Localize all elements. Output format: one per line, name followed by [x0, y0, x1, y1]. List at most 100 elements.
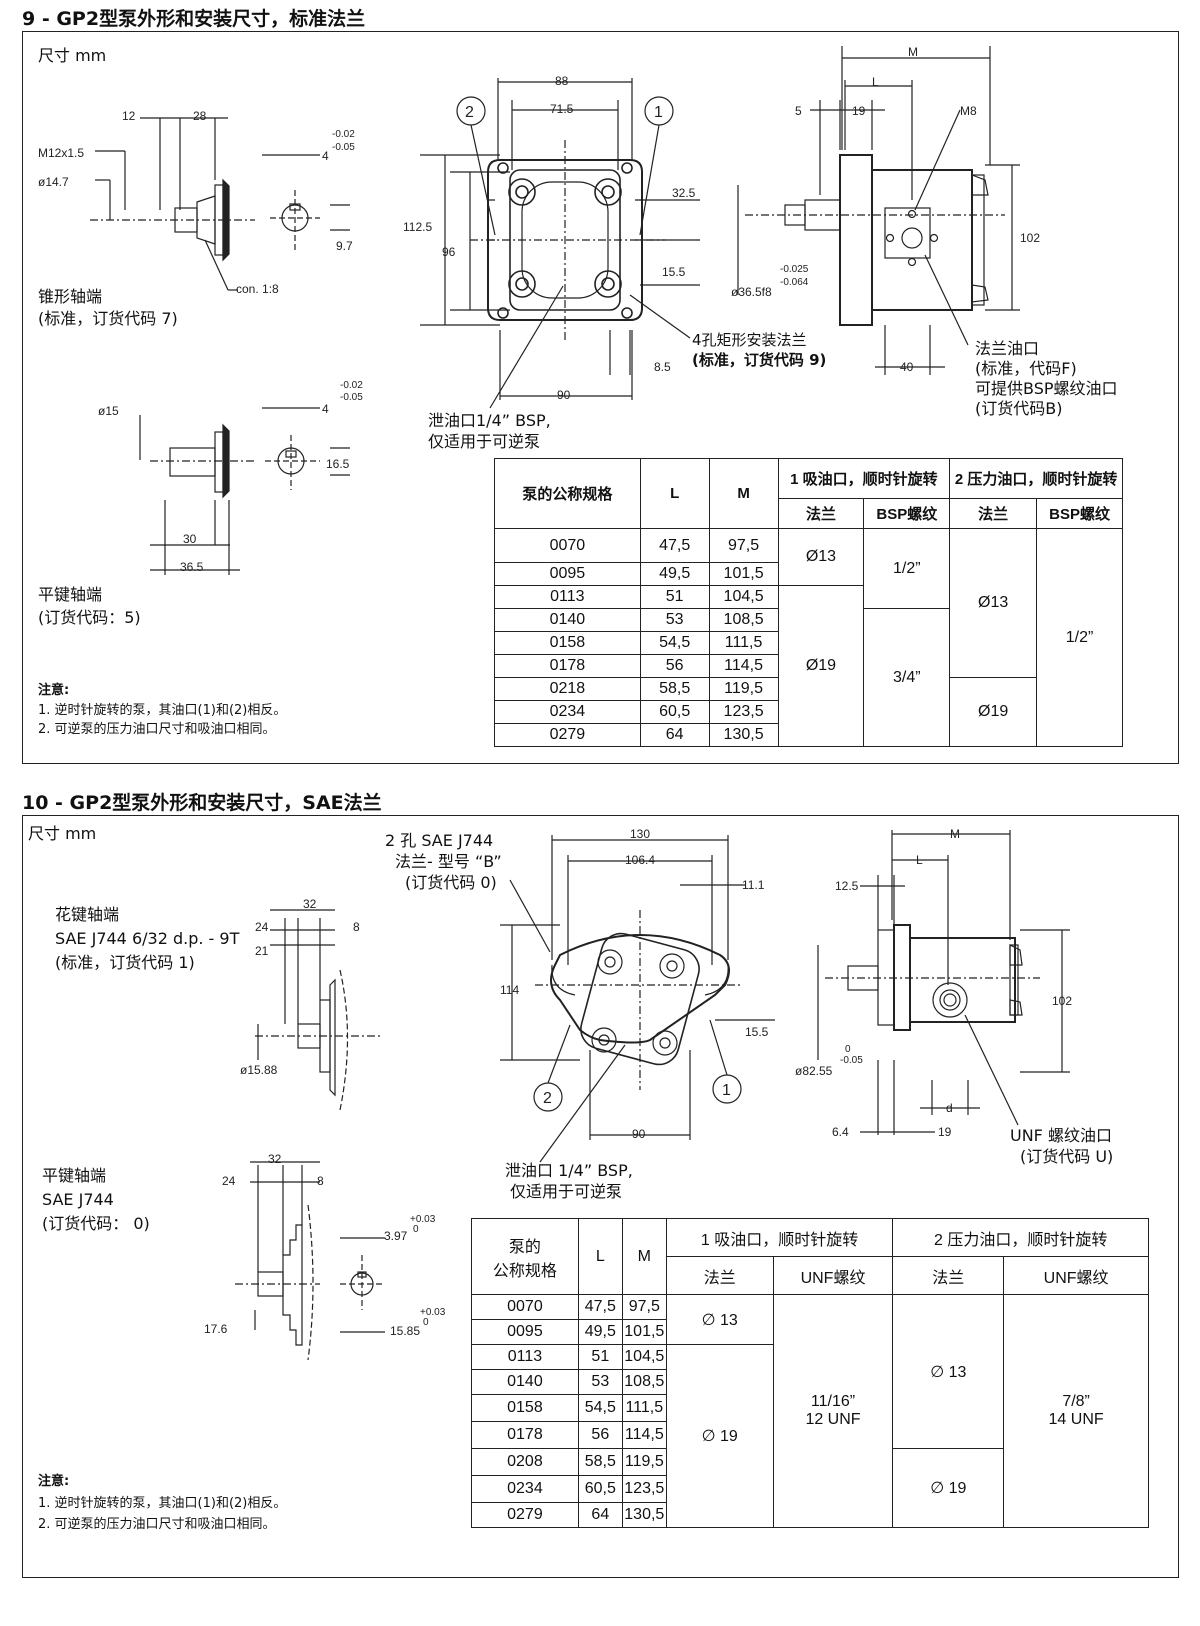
header-out-unf-10: UNF螺纹 — [1003, 1256, 1149, 1295]
flange-4-order: (标准，订货代码 9) — [692, 351, 827, 369]
sae-key-shaft-order: (订货代码： 0) — [42, 1214, 150, 1233]
svg-text:M: M — [950, 827, 960, 841]
bsp-port-label: 可提供BSP螺纹油口 — [975, 379, 1118, 398]
section9-title: 9 - GP2型泵外形和安装尺寸，标准法兰 — [22, 8, 366, 30]
sae-key-shaft-dims: 32 24 8 3.97 +0.03 0 17.6 15.85 +0.03 0 — [204, 1152, 446, 1338]
dim-28: 28 — [193, 109, 207, 123]
header-L: L — [639, 458, 710, 529]
sae-flange-label-1: 2 孔 SAE J744 — [385, 831, 494, 850]
note-2-10: 2. 可逆泵的压力油口尺寸和吸油口相同。 — [38, 1517, 276, 1532]
svg-text:L: L — [916, 853, 923, 867]
svg-text:-0.05: -0.05 — [840, 1055, 863, 1066]
svg-text:4: 4 — [322, 402, 329, 416]
sae-flange-front-dims: 130 106.4 11.1 114 15.5 2 1 90 — [500, 827, 769, 1141]
spline-shaft-drawing — [255, 909, 380, 1111]
flange-port-std: (标准，代码F) — [975, 359, 1077, 378]
svg-text:71.5: 71.5 — [550, 102, 574, 116]
svg-text:M8: M8 — [960, 104, 977, 118]
svg-text:11.1: 11.1 — [742, 878, 765, 892]
svg-text:112.5: 112.5 — [403, 220, 432, 234]
svg-text:102: 102 — [1052, 994, 1072, 1008]
svg-text:+0.03: +0.03 — [410, 1214, 436, 1225]
svg-text:2: 2 — [543, 1090, 552, 1107]
spline-shaft-order: (标准，订货代码 1) — [55, 953, 195, 972]
sae-flange-front-drawing — [500, 835, 775, 1163]
svg-text:d: d — [946, 1101, 953, 1115]
taper-shaft-dims: 12 28 M12x1.5 ø14.7 -0.02 -0.05 4 9.7 co… — [38, 109, 355, 296]
svg-text:19: 19 — [938, 1125, 952, 1139]
header-size: 泵的公称规格 — [494, 458, 641, 529]
svg-text:102: 102 — [1020, 231, 1040, 245]
section10-spec-table: 泵的公称规格 L M 1 吸油口，顺时针旋转 2 压力油口，顺时针旋转 法兰 U… — [471, 1218, 1149, 1528]
svg-text:32.5: 32.5 — [672, 186, 696, 200]
header-outlet: 2 压力油口，顺时针旋转 — [949, 458, 1123, 499]
key-shaft-drawing — [139, 407, 350, 575]
svg-text:con. 1:8: con. 1:8 — [236, 282, 279, 296]
header-size-10: 泵的公称规格 — [471, 1218, 579, 1295]
svg-text:36.5: 36.5 — [180, 560, 204, 574]
svg-text:15.5: 15.5 — [745, 1025, 769, 1039]
header-M: M — [708, 458, 779, 529]
header-M-10: M — [621, 1218, 667, 1295]
svg-text:15.5: 15.5 — [662, 265, 686, 279]
svg-text:-0.064: -0.064 — [780, 277, 809, 288]
drain-label: 泄油口1/4” BSP, — [428, 411, 551, 430]
unf-port-label: UNF 螺纹油口 — [1010, 1126, 1112, 1145]
svg-text:90: 90 — [632, 1127, 646, 1141]
notes-heading-10: 注意: — [38, 1474, 70, 1489]
taper-shaft-label: 锥形轴端 — [38, 287, 103, 306]
dim-d14: ø14.7 — [38, 175, 69, 189]
sae-pump-side-dims: M L 12.5 102 0 -0.05 ø82.55 d 6.4 19 — [795, 827, 1072, 1139]
taper-shaft-drawing — [90, 117, 350, 291]
svg-text:16.5: 16.5 — [326, 457, 350, 471]
sae-flange-label-2: 法兰- 型号 “B” — [395, 852, 502, 871]
svg-text:0: 0 — [413, 1224, 419, 1235]
svg-text:15.85: 15.85 — [390, 1324, 420, 1338]
port-1-marker: 1 — [654, 104, 663, 121]
svg-text:-0.02: -0.02 — [332, 129, 355, 140]
svg-text:M: M — [908, 45, 918, 59]
note-1-10: 1. 逆时针旋转的泵，其油口(1)和(2)相反。 — [38, 1496, 287, 1511]
svg-text:L: L — [872, 75, 879, 89]
sae-key-shaft-label: 平键轴端 — [42, 1166, 107, 1185]
svg-text:90: 90 — [557, 388, 571, 402]
header-out-flange-10: 法兰 — [892, 1256, 1005, 1295]
svg-text:0: 0 — [423, 1317, 429, 1328]
note-2: 2. 可逆泵的压力油口尺寸和吸油口相同。 — [38, 722, 276, 737]
svg-text:96: 96 — [442, 245, 456, 259]
svg-text:-0.025: -0.025 — [780, 264, 809, 275]
svg-text:5: 5 — [795, 104, 802, 118]
svg-text:24: 24 — [222, 1174, 236, 1188]
header-L-10: L — [577, 1218, 623, 1295]
svg-text:8: 8 — [317, 1174, 324, 1188]
svg-text:30: 30 — [183, 532, 197, 546]
spline-shaft-dims: 32 24 8 21 ø15.88 — [240, 897, 360, 1077]
section10-title: 10 - GP2型泵外形和安装尺寸，SAE法兰 — [22, 792, 382, 814]
units-label: 尺寸 mm — [38, 46, 107, 65]
svg-text:6.4: 6.4 — [832, 1125, 849, 1139]
drain-label-10: 泄油口 1/4” BSP, — [505, 1161, 633, 1180]
header-inlet-10: 1 吸油口，顺时针旋转 — [665, 1218, 894, 1257]
drain-note-10: 仅适用于可逆泵 — [510, 1182, 623, 1201]
note-1: 1. 逆时针旋转的泵，其油口(1)和(2)相反。 — [38, 703, 287, 718]
svg-text:ø82.55: ø82.55 — [795, 1064, 833, 1078]
spline-shaft-label: 花键轴端 — [55, 905, 120, 924]
units-label-10: 尺寸 mm — [28, 824, 97, 843]
header-outlet-10: 2 压力油口，顺时针旋转 — [892, 1218, 1149, 1257]
unf-port-order: (订货代码 U) — [1020, 1147, 1114, 1166]
svg-text:21: 21 — [255, 944, 269, 958]
svg-text:ø15: ø15 — [98, 404, 119, 418]
svg-text:12.5: 12.5 — [835, 879, 859, 893]
